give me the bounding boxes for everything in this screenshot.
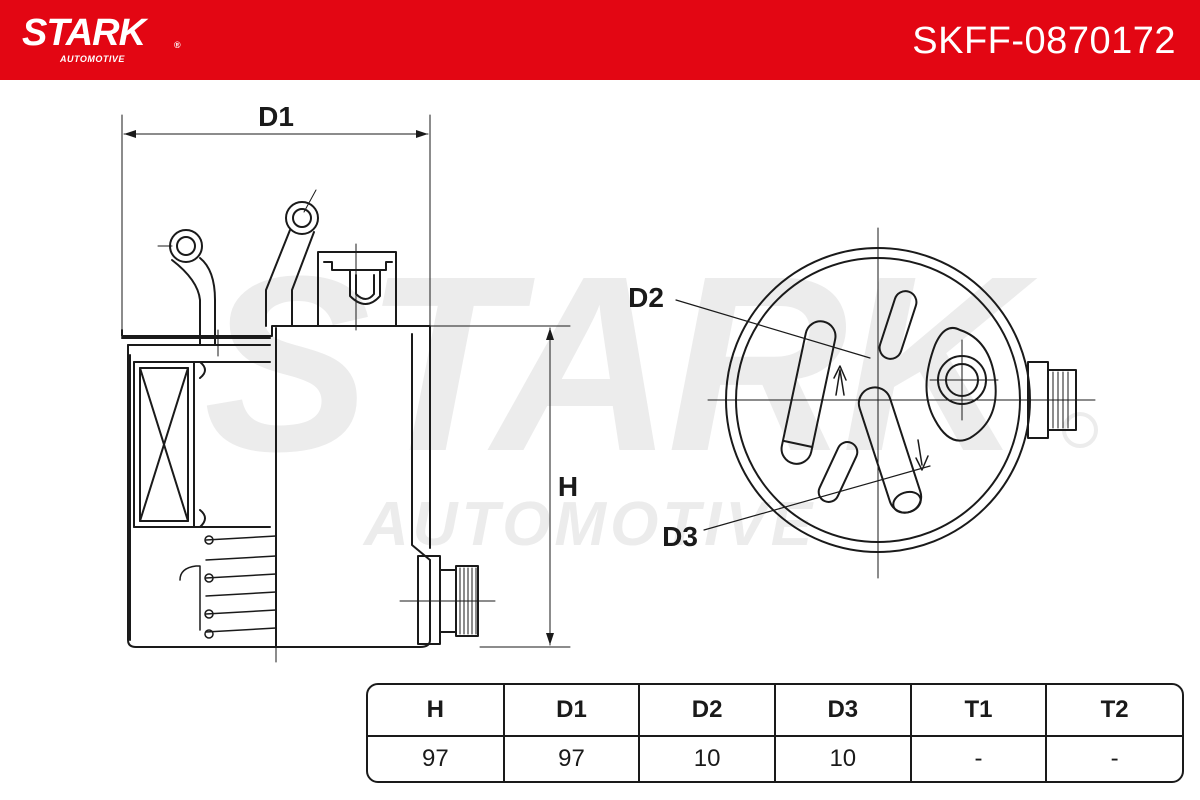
value-t1: - — [909, 736, 1047, 781]
d2-label: D2 — [628, 282, 664, 313]
d3-label: D3 — [662, 521, 698, 552]
filter-top-view — [675, 227, 1096, 579]
logo-registered-mark: ® — [174, 40, 181, 50]
dimensions-grid: H D1 D2 D3 T1 T2 97 97 10 10 - - — [368, 685, 1182, 781]
stark-logo: STARK ® AUTOMOTIVE — [22, 12, 181, 64]
value-d1: 97 — [502, 736, 640, 781]
part-number: SKFF-0870172 — [912, 20, 1176, 62]
h-dimension — [409, 325, 571, 648]
value-t2: - — [1045, 736, 1182, 781]
header-h: H — [368, 685, 504, 737]
d1-dimension — [121, 114, 431, 331]
value-h: 97 — [421, 745, 449, 772]
watermark-sub: AUTOMOTIVE — [362, 490, 816, 559]
dimensions-table: H D1 D2 D3 T1 T2 97 97 10 10 - - — [366, 683, 1184, 783]
header-d3: D3 — [773, 685, 911, 737]
header-bar: STARK ® AUTOMOTIVE SKFF-0870172 — [0, 0, 1200, 80]
table-header-row: H D1 D2 D3 T1 T2 — [368, 685, 1182, 737]
technical-drawing: D1 H D2 D3 — [121, 101, 1096, 663]
logo-subtitle: AUTOMOTIVE — [60, 54, 125, 64]
header-t2: T2 — [1045, 685, 1182, 737]
filter-side-view — [121, 189, 496, 663]
header-t1: T1 — [909, 685, 1047, 737]
table-row: 97 97 10 10 - - — [368, 736, 1182, 781]
value-d3: 10 — [773, 736, 911, 781]
header-d1: D1 — [502, 685, 640, 737]
header-d2: D2 — [638, 685, 775, 737]
logo-brand: STARK — [22, 12, 146, 54]
value-d2: 10 — [638, 736, 775, 781]
h-label: H — [558, 471, 578, 502]
d1-label: D1 — [258, 101, 294, 132]
